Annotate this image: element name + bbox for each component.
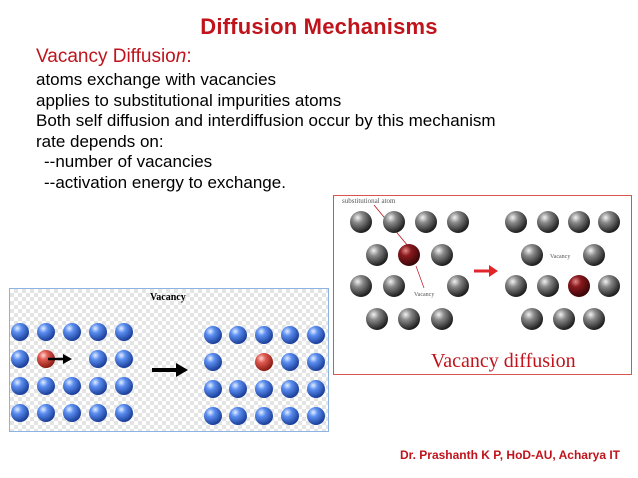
atom-after-r3c1 (505, 275, 527, 297)
atom-before-r3c4 (447, 275, 469, 297)
atom-before-r1c4 (447, 211, 469, 233)
body-line-2: applies to substitutional impurities ato… (36, 90, 342, 110)
blue-atom (115, 404, 133, 422)
blue-atom (204, 326, 222, 344)
atom-after-r2c1 (521, 244, 543, 266)
subheading-main: Vacancy Diffusio (36, 46, 176, 67)
vacancy-label-after: Vacancy (550, 254, 570, 260)
blue-atom (229, 407, 247, 425)
blue-atom (89, 404, 107, 422)
blue-atom (281, 326, 299, 344)
blue-atom (229, 380, 247, 398)
blue-atom (11, 377, 29, 395)
atom-after-r4c1 (521, 308, 543, 330)
blue-atom (255, 380, 273, 398)
blue-atom (115, 377, 133, 395)
atom-after-r2c3 (583, 244, 605, 266)
atom-before-r1c2 (383, 211, 405, 233)
blue-lattice-svg: Vacancy (11, 292, 325, 425)
body-line-1: atoms exchange with vacancies (36, 70, 277, 89)
blue-atom (11, 404, 29, 422)
subheading-colon: : (186, 46, 192, 67)
author-credit: Dr. Prashanth K P, HoD-AU, Acharya IT (399, 448, 620, 462)
jump-arrow-icon (63, 354, 72, 364)
atom-after-r1c1 (505, 211, 527, 233)
red-impurity-atom (37, 350, 55, 368)
atom-before-r2c1 (366, 244, 388, 266)
transition-arrow-icon (489, 265, 498, 277)
slide-title: Diffusion Mechanisms (200, 14, 438, 39)
blue-atom (281, 380, 299, 398)
body-line-4: rate depends on: (36, 131, 164, 151)
atom-before-r1c1 (350, 211, 372, 233)
blue-atom (281, 407, 299, 425)
atom-before-r4c1 (366, 308, 388, 330)
vacancy-pointer-line (415, 265, 425, 289)
atom-after-r1c3 (568, 211, 590, 233)
blue-atom (37, 404, 55, 422)
blue-atom (89, 350, 107, 368)
blue-atom (89, 377, 107, 395)
body-line-6: --activation energy to exchange. (44, 172, 286, 192)
atom-before-r1c3 (415, 211, 437, 233)
blue-atom (115, 323, 133, 341)
atom-before-r3c1 (350, 275, 372, 297)
blue-atom (204, 353, 222, 371)
blue-atom (11, 350, 29, 368)
blue-atom (63, 404, 81, 422)
blue-atom (204, 407, 222, 425)
body-text: atoms exchange with vacancies applies to… (36, 70, 496, 193)
subheading-italic: n (175, 46, 187, 67)
substitutional-atom-label: substitutional atom (342, 197, 396, 205)
atom-after-r4c3 (583, 308, 605, 330)
atom-after-r1c4 (598, 211, 620, 233)
blue-atom (63, 377, 81, 395)
blue-atom (307, 407, 325, 425)
vacancy-diffusion-svg: substitutional atom Vacancy Vacancy (342, 197, 620, 372)
substitutional-atom (398, 244, 420, 266)
blue-atom (11, 323, 29, 341)
blue-atom (115, 350, 133, 368)
blue-atom (229, 326, 247, 344)
transition-arrow-icon (176, 363, 188, 377)
atom-after-r3c4 (598, 275, 620, 297)
blue-atom (307, 380, 325, 398)
atom-before-r3c2 (383, 275, 405, 297)
red-impurity-atom-moved (255, 353, 273, 371)
vacancy-label: Vacancy (150, 292, 186, 303)
vacancy-label-before: Vacancy (414, 292, 434, 298)
atom-before-r4c3 (431, 308, 453, 330)
blue-atom (255, 407, 273, 425)
blue-atom (281, 353, 299, 371)
atom-after-r4c2 (553, 308, 575, 330)
atom-before-r4c2 (398, 308, 420, 330)
blue-atom (37, 323, 55, 341)
blue-lattice-figure: Vacancy (9, 288, 329, 432)
blue-atom (307, 326, 325, 344)
atom-after-r1c2 (537, 211, 559, 233)
blue-atom (63, 323, 81, 341)
blue-atom (204, 380, 222, 398)
body-line-5: --number of vacancies (44, 152, 213, 171)
substitutional-atom-moved (568, 275, 590, 297)
body-line-3: Both self diffusion and interdiffusion o… (36, 111, 496, 130)
blue-atom (255, 326, 273, 344)
vacancy-diffusion-caption: Vacancy diffusion (431, 350, 576, 372)
blue-atom (89, 323, 107, 341)
atom-after-r3c2 (537, 275, 559, 297)
blue-atom (37, 377, 55, 395)
blue-atom (307, 353, 325, 371)
atom-before-r2c3 (431, 244, 453, 266)
vacancy-diffusion-figure: substitutional atom Vacancy Vacancy (333, 195, 632, 375)
subheading: Vacancy Diffusion: (36, 46, 192, 68)
